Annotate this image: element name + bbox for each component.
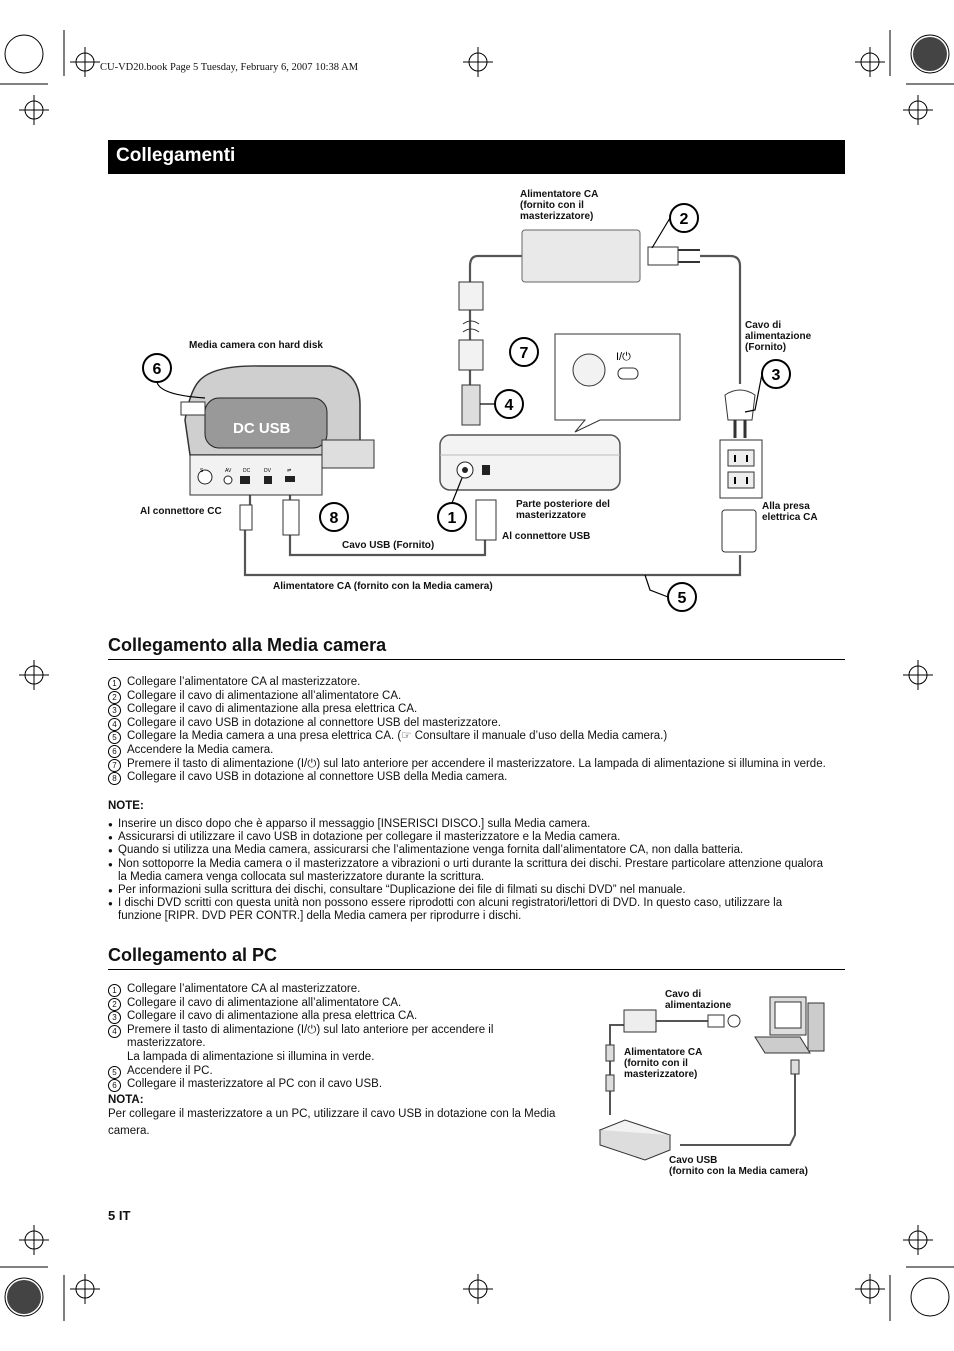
- label-usb-cable: Cavo USB (Fornito): [342, 540, 435, 551]
- power-button-callout: [554, 333, 681, 433]
- camera-grip: [204, 397, 328, 449]
- port-label-dv: DV: [264, 468, 272, 474]
- list-item: Quando si utilizza una Media camera, ass…: [108, 844, 828, 857]
- pc-keyboard: [754, 1036, 811, 1054]
- cord-ferrite-1: [458, 281, 484, 311]
- power-button: [572, 353, 606, 387]
- pc-power-plug: [707, 1014, 725, 1028]
- label-rear-panel: Parte posteriore del masterizzatore: [516, 499, 610, 521]
- label-dc-connector: Al connettore CC: [140, 506, 222, 517]
- usb-plug-camera: [282, 499, 300, 536]
- label-media-camera: Media camera con hard disk: [189, 340, 323, 351]
- usb-plug-burner: [475, 499, 497, 541]
- port-label-dc: DC: [243, 468, 251, 474]
- list-item: I dischi DVD scritti con questa unità no…: [108, 897, 828, 923]
- pc-label-usb: Cavo USB (fornito con la Media camera): [669, 1155, 808, 1177]
- pc-label-power-cord: Cavo di alimentazione: [665, 989, 732, 1011]
- port-label-s: S: [200, 468, 204, 474]
- registration-mark-top-left: [4, 34, 44, 74]
- registration-mark-bottom-left: [4, 1277, 44, 1317]
- label-usb-connector: Al connettore USB: [502, 531, 591, 542]
- section2-note-title: NOTA:: [108, 1094, 144, 1106]
- cord-ferrite-2: [458, 339, 484, 371]
- pc-diagram: [598, 996, 825, 1161]
- callout-5: 5: [678, 590, 687, 607]
- section1-note-title: NOTE:: [108, 800, 144, 812]
- print-header: CU-VD20.book Page 5 Tuesday, February 6,…: [100, 62, 359, 73]
- callout-8: 8: [330, 510, 339, 527]
- wall-outlet: [719, 439, 763, 499]
- callout-4: 4: [505, 397, 514, 414]
- registration-mark-top-right: [910, 34, 950, 74]
- label-ac-adapter: Alimentatore CA (fornito con il masteriz…: [520, 189, 599, 222]
- power-symbol: I/⏻: [616, 351, 631, 363]
- power-lamp: [617, 367, 639, 380]
- registration-mark-bottom-right: [910, 1277, 950, 1317]
- label-power-cord: Cavo di alimentazione (Fornito): [745, 320, 812, 353]
- section1-notes: Inserire un disco dopo che è apparso il …: [108, 818, 828, 924]
- section1-rule: [108, 659, 845, 660]
- pc-label-ac-adapter: Alimentatore CA (fornito con il masteriz…: [624, 1047, 703, 1080]
- ac-adapter-shape: [521, 229, 641, 283]
- callout-3: 3: [772, 367, 781, 384]
- label-camera-ac: Alimentatore CA (fornito con la Media ca…: [273, 581, 493, 592]
- callout-2: 2: [680, 211, 689, 228]
- callout-6: 6: [153, 361, 162, 378]
- pc-ac-adapter: [623, 1009, 657, 1033]
- power-plug: [647, 246, 679, 266]
- camera-ac-adapter: [721, 509, 757, 553]
- burner-body: [439, 434, 621, 491]
- usb-port: [482, 465, 490, 475]
- dc-usb-label: DC USB: [233, 420, 291, 437]
- section1-title: Collegamento alla Media camera: [108, 635, 387, 655]
- section2-rule: [108, 969, 845, 970]
- list-item: Non sottoporre la Media camera o il mast…: [108, 858, 828, 884]
- banner-title: Collegamenti: [116, 145, 236, 166]
- label-outlet: Alla presa elettrica CA: [762, 501, 818, 523]
- port-label-av: AV: [225, 468, 232, 474]
- callout-7: 7: [520, 345, 529, 362]
- wall-plug: [724, 389, 756, 421]
- pc-tower: [807, 1002, 825, 1052]
- port-label-usb: ⇌: [287, 468, 291, 474]
- list-item: Assicurarsi di utilizzare il cavo USB in…: [108, 831, 828, 844]
- callout-1: 1: [448, 510, 457, 527]
- dc-plug: [461, 384, 481, 426]
- page-number: 5 IT: [108, 1208, 131, 1223]
- section2-note: Per collegare il masterizzatore a un PC,…: [108, 1108, 556, 1137]
- list-item: Per informazioni sulla scrittura dei dis…: [108, 884, 828, 897]
- connection-diagram: I/⏻ DC USB S AV DC DV ⇌ 6 2 3 4 5 7: [142, 203, 791, 612]
- list-item: Inserire un disco dopo che è apparso il …: [108, 818, 828, 831]
- section-banner: Collegamenti: [108, 140, 845, 174]
- dc-plug-camera: [239, 504, 253, 531]
- section2-title: Collegamento al PC: [108, 945, 278, 965]
